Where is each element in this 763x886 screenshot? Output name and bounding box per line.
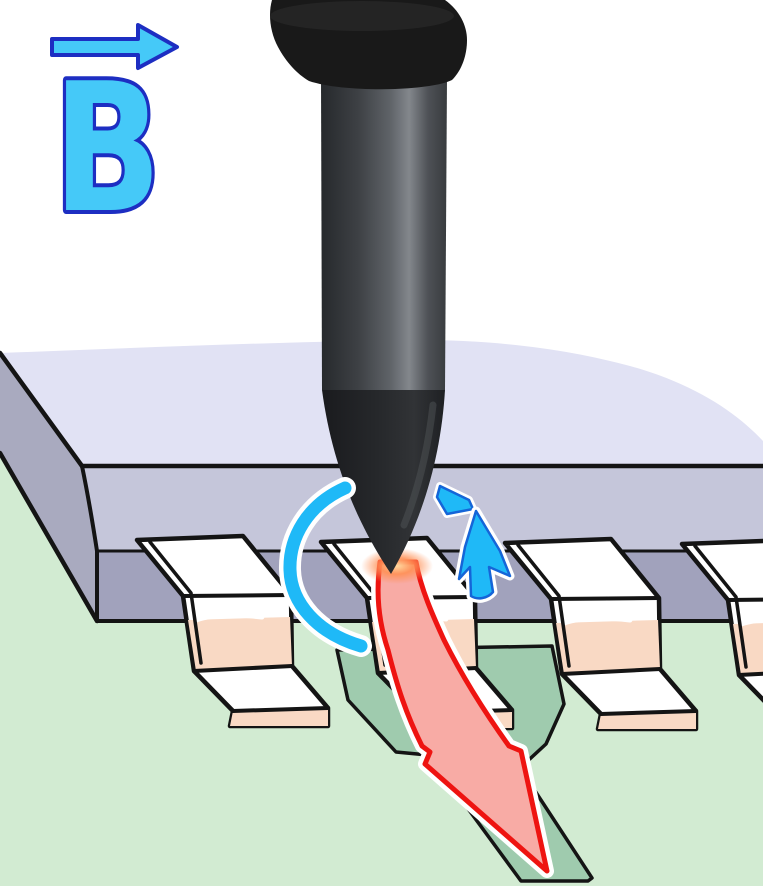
chip-left-face <box>0 353 97 621</box>
chip-front-face-upper <box>82 466 763 551</box>
current-arrow-body <box>375 559 550 874</box>
b-vector-arrow-icon <box>50 23 179 70</box>
b-field-label: B <box>49 23 179 257</box>
rotation-arc-left <box>283 481 368 653</box>
rotation-arc-top-segment <box>435 484 475 516</box>
current-arrow <box>371 555 554 878</box>
rotation-arrow <box>279 477 515 657</box>
iron-tip-highlight <box>400 401 437 529</box>
iron-collar-sheen <box>270 1 454 31</box>
tip-glow <box>361 548 433 584</box>
iron-shaft <box>321 78 447 390</box>
iron-tip-cone <box>322 390 445 574</box>
b-field-symbol: B <box>53 45 162 253</box>
soldering-iron <box>270 0 467 574</box>
rotation-up-arrowhead <box>457 509 512 600</box>
